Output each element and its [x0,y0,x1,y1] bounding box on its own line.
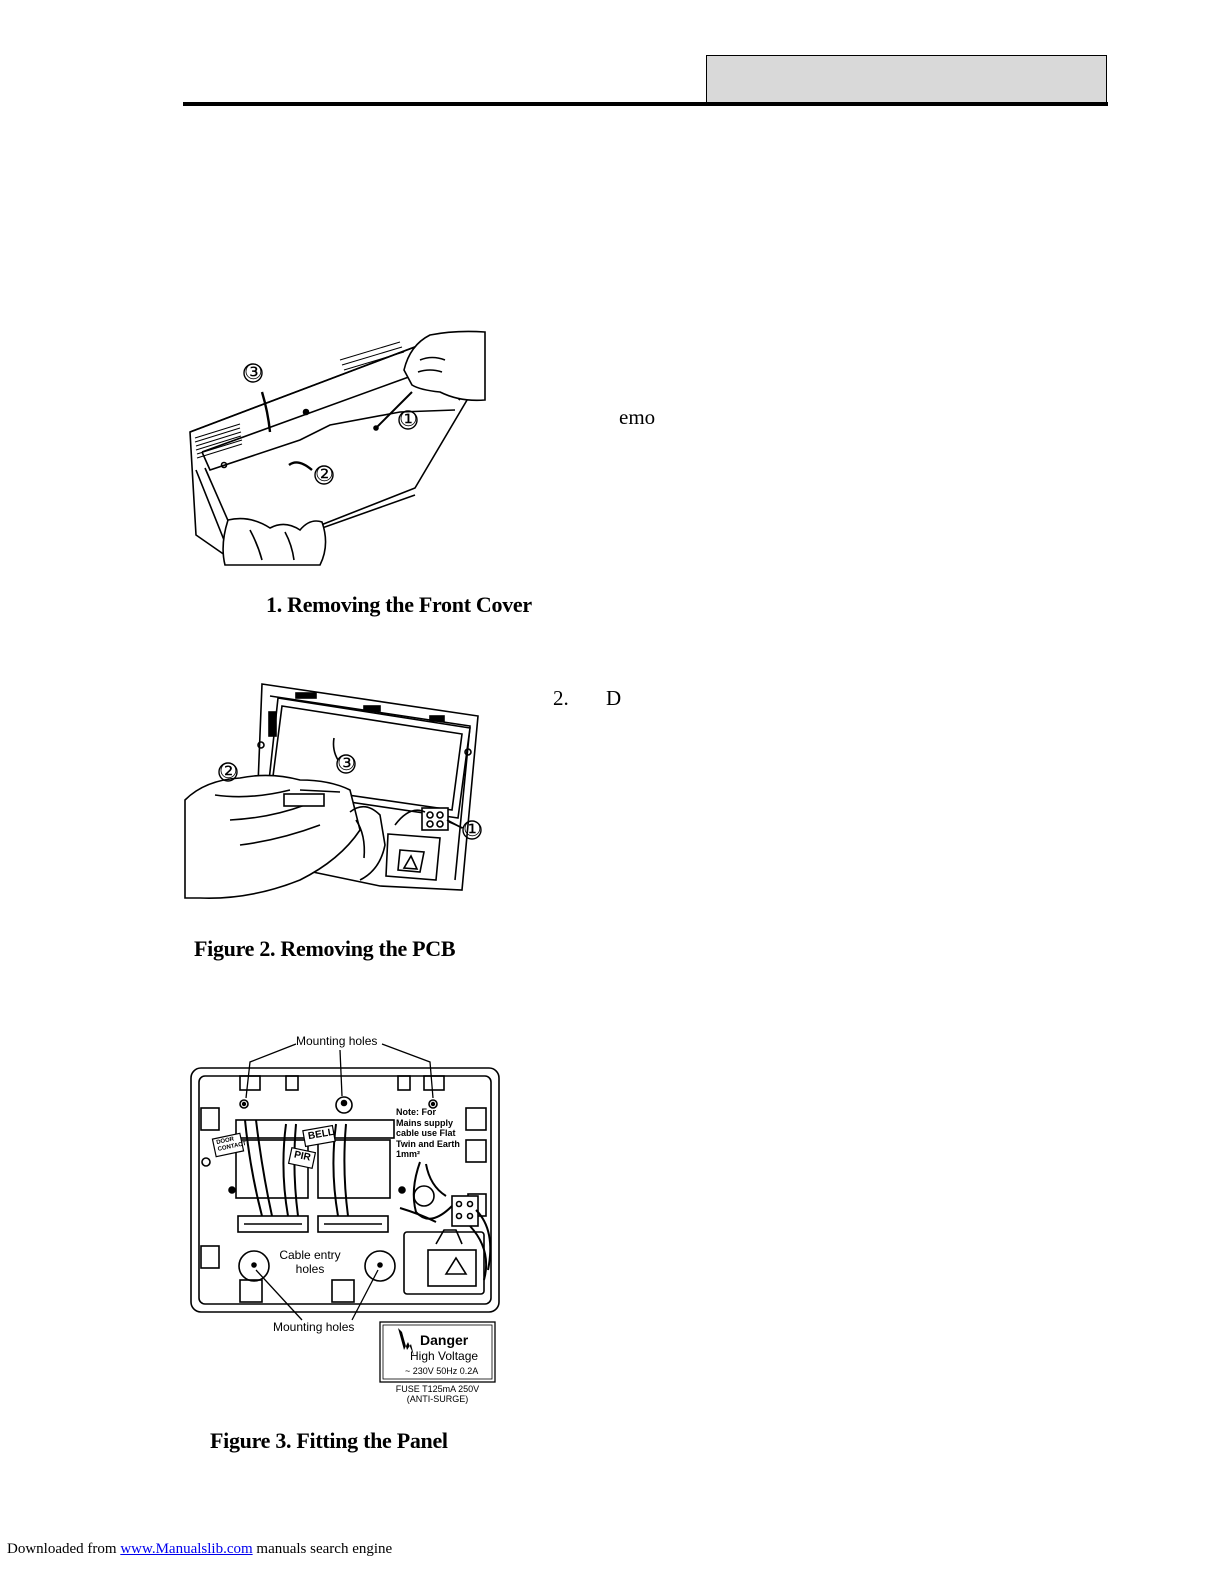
mains-note: Note: For Mains supply cable use Flat Tw… [396,1107,460,1160]
step-2-text: D [606,686,622,710]
header-box [706,55,1107,103]
footer-prefix: Downloaded from [7,1541,117,1557]
figure1-caption: 1. Removing the Front Cover [266,592,532,617]
figure1-illustration [189,330,486,566]
bell-tag: BELL [307,1126,335,1143]
figure2-illustration [184,683,479,899]
right-text-fragment: emo [619,405,656,429]
footer: Downloaded from www.Manualslib.com manua… [7,1541,392,1558]
danger-subtitle: High Voltage [410,1349,479,1363]
mounting-holes-bottom-label: Mounting holes [273,1320,355,1334]
cable-entry-label: Cable entry holes [277,1248,343,1276]
pir-tag: PIR [293,1149,312,1164]
note-line: Mains supply [396,1117,454,1128]
footer-link[interactable]: www.Manualslib.com [120,1541,253,1557]
fig1-callout-2: ② [315,463,334,486]
figure3-leaders [245,1043,434,1321]
door-contact-tag: DOOR CONTACT [216,1134,247,1154]
figure2-caption: Figure 2. Removing the PCB [194,936,456,961]
figure3-caption: Figure 3. Fitting the Panel [210,1428,448,1453]
footer-suffix: manuals search engine [256,1541,393,1557]
figure3-illustration [190,1067,500,1313]
step-2-number: 2. [553,686,569,710]
fig1-callout-1: ① [399,408,418,431]
fig2-callout-1: ① [463,818,482,841]
fig1-callout-3: ③ [244,361,263,384]
note-line: 1mm² [396,1149,421,1159]
note-line: Note: For [396,1107,436,1117]
cable-entry-line2: holes [295,1262,325,1276]
fuse-line2: (ANTI-SURGE) [406,1394,469,1404]
fuse-label: FUSE T125mA 250V (ANTI-SURGE) [380,1384,495,1404]
note-line: Twin and Earth [396,1138,460,1149]
header-rule [183,102,1108,106]
note-line: cable use Flat [396,1128,456,1138]
cable-entry-line1: Cable entry [279,1248,341,1262]
danger-title: Danger [420,1332,469,1348]
fuse-line1: FUSE T125mA 250V [395,1384,480,1394]
danger-rating: ~ 230V 50Hz 0.2A [405,1366,479,1376]
fig2-callout-3: ③ [337,752,356,775]
mounting-holes-top-label: Mounting holes [296,1034,378,1048]
fig2-callout-2: ② [219,760,238,783]
